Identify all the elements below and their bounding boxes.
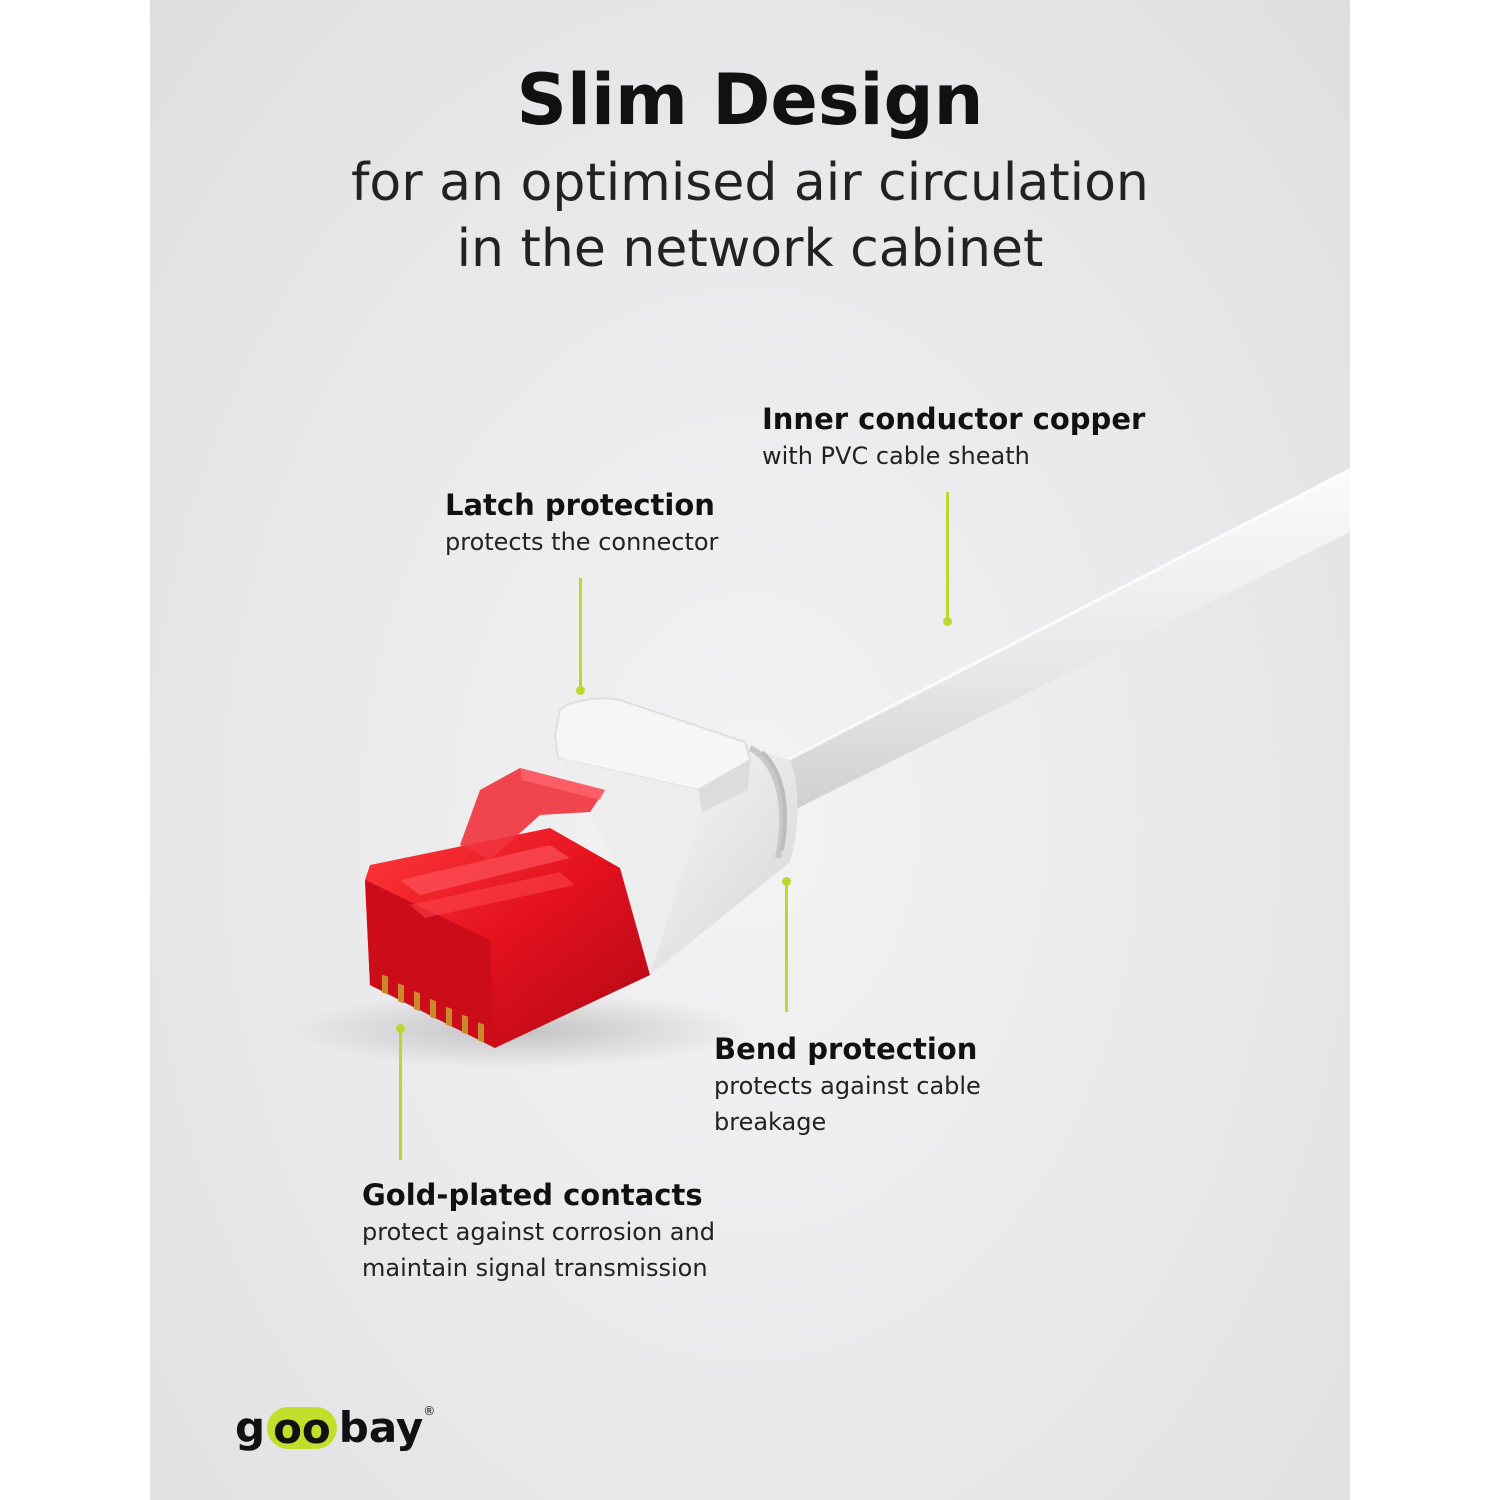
logo-oo-bubble: oo bbox=[267, 1404, 337, 1453]
callout-gold-desc-1: protect against corrosion and bbox=[362, 1218, 715, 1246]
callout-latch-desc: protects the connector bbox=[445, 528, 719, 556]
callout-gold: Gold-plated contacts protect against cor… bbox=[362, 1176, 715, 1286]
goobay-logo: g oo bay ® bbox=[235, 1400, 435, 1456]
rj45-connector-illustration bbox=[290, 468, 1350, 1068]
callout-gold-title: Gold-plated contacts bbox=[362, 1178, 703, 1212]
gold-contacts bbox=[382, 974, 484, 1043]
callout-bend: Bend protection protects against cable b… bbox=[714, 1030, 981, 1140]
callout-gold-desc-2: maintain signal transmission bbox=[362, 1254, 708, 1282]
leader-line-latch bbox=[579, 578, 582, 690]
callout-inner-conductor: Inner conductor copper with PVC cable sh… bbox=[762, 400, 1145, 474]
subtitle-line-2: in the network cabinet bbox=[456, 219, 1044, 279]
callout-bend-title: Bend protection bbox=[714, 1032, 978, 1066]
callout-inner-conductor-desc: with PVC cable sheath bbox=[762, 442, 1030, 470]
leader-line-gold bbox=[399, 1030, 402, 1160]
cable bbox=[768, 468, 1350, 812]
leader-line-inner-conductor bbox=[946, 492, 949, 620]
latch-protection bbox=[553, 697, 752, 792]
callout-inner-conductor-title: Inner conductor copper bbox=[762, 402, 1146, 436]
callout-latch-title: Latch protection bbox=[445, 488, 715, 522]
leader-dot-latch bbox=[576, 686, 585, 695]
leader-dot-inner-conductor bbox=[943, 617, 952, 626]
leader-dot-bend bbox=[782, 877, 791, 886]
page-title: Slim Design bbox=[516, 59, 984, 141]
leader-dot-gold bbox=[396, 1024, 405, 1033]
logo-letter-g: g bbox=[235, 1403, 266, 1452]
callout-latch: Latch protection protects the connector bbox=[445, 486, 718, 560]
logo-letters-bay: bay bbox=[338, 1403, 424, 1452]
product-panel: Slim Design for an optimised air circula… bbox=[150, 0, 1350, 1500]
logo-registered-mark: ® bbox=[423, 1404, 436, 1418]
callout-bend-desc-2: breakage bbox=[714, 1108, 827, 1136]
callout-bend-desc-1: protects against cable bbox=[714, 1072, 981, 1100]
leader-line-bend bbox=[785, 882, 788, 1012]
subtitle-line-1: for an optimised air circulation bbox=[351, 153, 1149, 213]
page-subtitle: for an optimised air circulation in the … bbox=[150, 150, 1350, 282]
